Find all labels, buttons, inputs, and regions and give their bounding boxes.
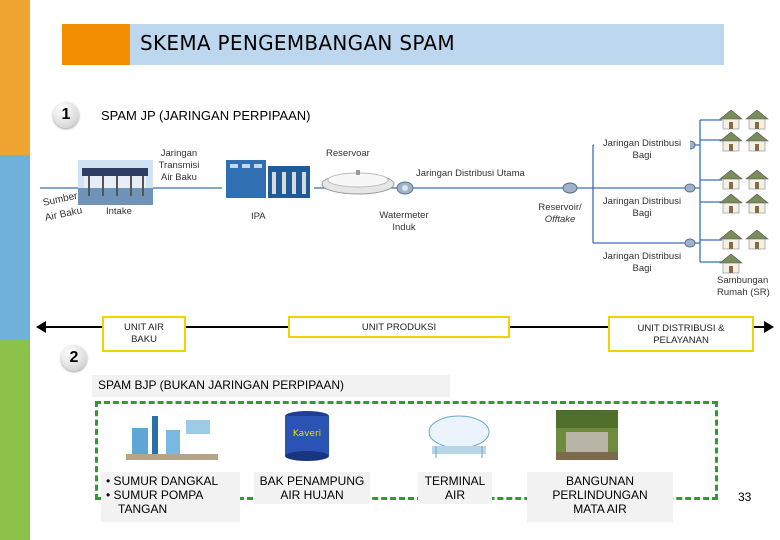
branch-distribution-label-2: Jaringan Distribusi Bagi	[594, 196, 690, 220]
well-photo	[126, 410, 218, 460]
offtake-line2: Offtake	[544, 214, 576, 225]
ipa-photo	[222, 152, 314, 202]
intake-label: Intake	[106, 206, 132, 217]
branch-valve-icon	[684, 140, 696, 248]
intake-photo	[78, 160, 153, 205]
branch-distribution-label-1: Jaringan Distribusi Bagi	[594, 138, 690, 162]
watermeter-label: Watermeter Induk	[368, 210, 440, 234]
water-terminal-photo	[420, 412, 498, 460]
section-2-number: 2	[61, 345, 87, 371]
offtake-line1: Reservoir/	[538, 202, 582, 213]
page-number: 33	[738, 490, 752, 504]
unit-raw-water-line2: BAKU	[131, 334, 157, 345]
bjp-item-1-line1: • SUMUR DANGKAL	[106, 474, 219, 488]
branch-3-line1: Jaringan Distribusi	[602, 251, 682, 262]
unit-production-box: UNIT PRODUKSI	[288, 316, 510, 338]
section-2-bar	[92, 375, 450, 397]
unit-distribution-box: UNIT DISTRIBUSI & PELAYANAN	[608, 316, 754, 352]
house-connection-line1: Sambungan	[717, 275, 769, 286]
bjp-item-1-line2: • SUMUR POMPA	[106, 488, 204, 502]
branch-1-line1: Jaringan Distribusi	[602, 138, 682, 149]
section-2-heading: SPAM BJP (BUKAN JARINGAN PERPIPAAN)	[98, 378, 345, 392]
branch-2-line2: Bagi	[632, 208, 652, 219]
main-distribution-label: Jaringan Distribusi Utama	[416, 168, 525, 179]
bjp-item-4-line2: PERLINDUNGAN	[552, 488, 648, 502]
watermeter-line2: Induk	[392, 222, 416, 233]
transmission-line3: Air Baku	[161, 172, 197, 183]
bjp-item-4: BANGUNAN PERLINDUNGAN MATA AIR	[527, 474, 673, 516]
unit-distribution-line2: PELAYANAN	[653, 335, 709, 346]
page-title: SKEMA PENGEMBANGAN SPAM	[140, 31, 455, 55]
branch-distribution-label-3: Jaringan Distribusi Bagi	[594, 251, 690, 275]
unit-raw-water-box: UNIT AIR BAKU	[102, 316, 186, 352]
branch-3-line2: Bagi	[632, 263, 652, 274]
spring-protection-photo	[556, 410, 618, 460]
bjp-item-4-line1: BANGUNAN	[565, 474, 634, 488]
bjp-label-bg-3	[418, 472, 492, 504]
offtake-label: Reservoir/ Offtake	[530, 202, 590, 226]
section-1-number: 1	[53, 102, 79, 128]
ipa-label: IPA	[251, 211, 266, 222]
bjp-dashed-frame	[95, 401, 718, 500]
branch-1-line2: Bagi	[632, 150, 652, 161]
rain-tank-photo: Kaveri	[278, 408, 336, 462]
bjp-item-2-line2: AIR HUJAN	[280, 488, 344, 502]
section-1-heading: SPAM JP (JARINGAN PERPIPAAN)	[101, 108, 311, 123]
bjp-label-bg-4	[527, 472, 673, 522]
offtake-valve-icon	[562, 182, 578, 194]
bjp-label-bg-1	[101, 472, 240, 522]
bjp-item-3: TERMINAL AIR	[418, 474, 492, 502]
branch-2-line1: Jaringan Distribusi	[602, 196, 682, 207]
transmission-line2: Transmisi	[158, 160, 200, 171]
reservoir-icon	[321, 170, 395, 195]
left-stripe-blue	[0, 155, 30, 340]
bjp-label-bg-2	[254, 472, 370, 504]
title-accent-block	[62, 24, 130, 65]
house-connection-line2: Rumah (SR)	[717, 287, 770, 298]
house-connection-label: Sambungan Rumah (SR)	[717, 275, 770, 299]
bjp-item-4-line3: MATA AIR	[573, 502, 627, 516]
bjp-item-2-line1: BAK PENAMPUNG	[259, 474, 365, 488]
left-stripe-green	[0, 340, 30, 540]
bjp-item-1: • SUMUR DANGKAL • SUMUR POMPA TANGAN	[106, 474, 218, 516]
watermeter-icon	[396, 181, 414, 195]
transmission-label: Jaringan Transmisi Air Baku	[150, 148, 208, 184]
reservoir-label: Reservoar	[326, 148, 370, 159]
title-bar	[130, 24, 724, 65]
bjp-item-3-line1: TERMINAL	[424, 474, 486, 488]
tank-brand-text: Kaveri	[293, 429, 321, 439]
transmission-line1: Jaringan	[160, 148, 198, 159]
bjp-item-2: BAK PENAMPUNG AIR HUJAN	[254, 474, 370, 502]
unit-raw-water-line1: UNIT AIR	[124, 322, 164, 333]
unit-distribution-line1: UNIT DISTRIBUSI &	[637, 323, 725, 334]
bjp-item-1-line3: TANGAN	[118, 502, 168, 516]
watermeter-line1: Watermeter	[379, 210, 429, 221]
bjp-item-3-line2: AIR	[444, 488, 465, 502]
left-stripe-orange	[0, 0, 30, 155]
